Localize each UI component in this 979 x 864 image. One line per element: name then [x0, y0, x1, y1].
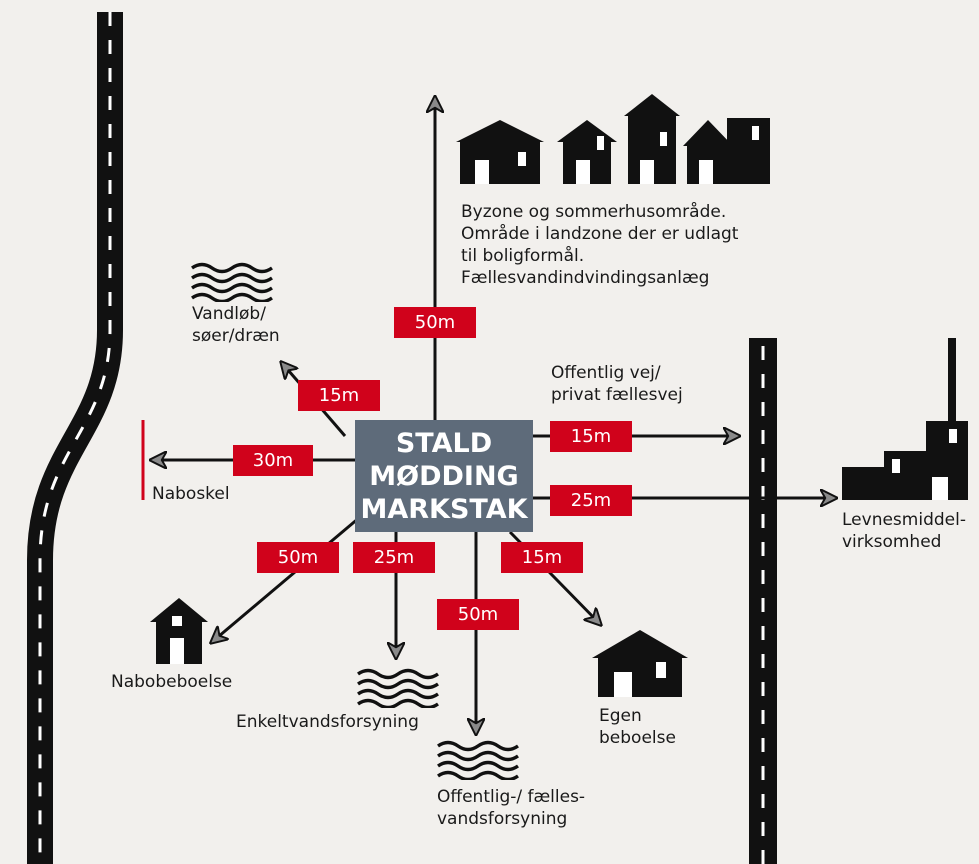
label-byzone-line-4: Fællesvandindvindingsanlæg — [461, 268, 710, 288]
egen-beboelse-house-icon — [592, 630, 688, 697]
label-offentlig-vej-line-2: privat fællesvej — [551, 385, 683, 405]
label-offentlig-vej-line-1: Offentlig vej/ — [551, 363, 661, 383]
left-road-icon — [27, 12, 123, 864]
label-faellesvand-line-1: Offentlig-/ fælles- — [437, 787, 586, 807]
label-vandlob: Vandløb/ søer/dræn — [192, 303, 280, 347]
water-waves-icon-enkeltvand — [356, 668, 440, 708]
label-nabobeboelse: Nabobeboelse — [111, 672, 233, 692]
nabobeboelse-house-icon — [150, 598, 208, 664]
label-levnesmiddel-line-1: Levnesmiddel- — [842, 510, 966, 530]
distance-badge-nabobeboelse: 50m — [257, 542, 339, 573]
distance-badge-egen-beboelse: 15m — [501, 542, 583, 573]
center-line-2: MØDDING — [369, 460, 519, 492]
label-byzone-line-1: Byzone og sommerhusområde. — [461, 202, 727, 222]
label-levnesmiddel: Levnesmiddel- virksomhed — [842, 509, 966, 553]
distance-badge-faellesvand: 50m — [437, 599, 519, 630]
distance-arrows — [152, 98, 835, 733]
distance-badge-naboskel: 30m — [233, 445, 313, 476]
label-vandlob-line-1: Vandløb/ — [192, 304, 266, 324]
water-waves-icon-faellesvand — [436, 740, 520, 780]
distance-badge-byzone: 50m — [394, 307, 476, 338]
arrow-nabobeboelse — [212, 510, 367, 642]
distance-badge-vandlob: 15m — [298, 380, 380, 411]
distance-badge-enkeltvand: 25m — [353, 542, 435, 573]
label-egen-beboelse-line-1: Egen — [599, 706, 642, 726]
label-levnesmiddel-line-2: virksomhed — [842, 532, 942, 552]
factory-icon — [842, 338, 968, 500]
water-waves-icon-vandlob — [190, 262, 274, 302]
center-line-1: STALD — [395, 427, 493, 459]
center-source-box: STALD MØDDING MARKSTAK — [355, 420, 533, 532]
center-line-3: MARKSTAK — [360, 493, 528, 525]
houses-icon — [456, 94, 770, 184]
label-offentlig-vej: Offentlig vej/ privat fællesvej — [551, 362, 683, 406]
label-egen-beboelse: Egen beboelse — [599, 705, 676, 749]
label-faellesvand: Offentlig-/ fælles- vandsforsyning — [437, 786, 585, 830]
distance-badge-levnesmiddel: 25m — [550, 485, 632, 516]
label-faellesvand-line-2: vandsforsyning — [437, 809, 568, 829]
distance-badge-offentlig-vej: 15m — [550, 421, 632, 452]
label-egen-beboelse-line-2: beboelse — [599, 728, 676, 748]
label-byzone-line-3: til boligformål. — [461, 246, 585, 266]
label-byzone-line-2: Område i landzone der er udlagt — [461, 224, 739, 244]
label-vandlob-line-2: søer/dræn — [192, 326, 280, 346]
label-naboskel: Naboskel — [152, 484, 230, 504]
right-road-icon — [749, 338, 777, 864]
label-byzone: Byzone og sommerhusområde. Område i land… — [461, 201, 738, 289]
label-enkeltvand: Enkeltvandsforsyning — [236, 712, 419, 732]
